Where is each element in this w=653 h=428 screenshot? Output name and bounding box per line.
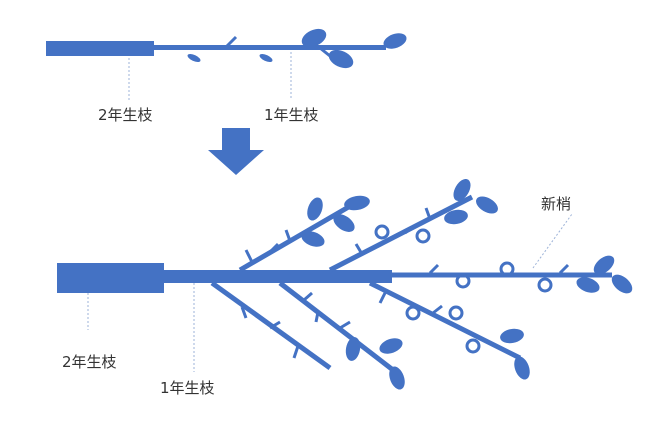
flower-bud	[455, 273, 471, 289]
leaf	[514, 356, 530, 380]
leaf	[444, 209, 468, 225]
bud	[244, 249, 254, 263]
bud	[240, 306, 248, 319]
flower-bud	[537, 277, 553, 293]
bottom-two-year-branch	[57, 263, 164, 293]
top-two-year-branch	[46, 41, 154, 56]
label-new-shoot: 新梢	[541, 195, 572, 213]
leaf	[389, 366, 405, 390]
top-leaf	[301, 28, 327, 48]
bottom-label-one-year-branch: 1年生枝	[160, 379, 215, 397]
leaf	[453, 179, 471, 201]
bud	[268, 242, 280, 254]
leaf	[345, 337, 361, 361]
bud	[314, 311, 320, 323]
new-shoot	[238, 202, 354, 273]
flower-bud	[448, 305, 464, 321]
bud	[404, 224, 415, 235]
leaf	[500, 328, 524, 344]
bud	[428, 263, 440, 275]
top-branch-diagram	[46, 28, 407, 100]
bottom-branch-diagram	[57, 179, 633, 390]
flower-bud	[465, 338, 481, 354]
top-leaf-stem	[319, 46, 331, 58]
down-arrow-icon	[208, 128, 264, 175]
leader-line	[532, 213, 573, 269]
bud	[292, 345, 300, 359]
leaf	[611, 274, 633, 294]
bud	[284, 229, 292, 242]
bud	[378, 292, 387, 304]
flower-bud	[405, 305, 421, 321]
leaf	[379, 338, 403, 354]
leaf	[333, 214, 355, 232]
leaf	[307, 197, 323, 221]
bud	[354, 243, 364, 255]
top-bud	[259, 53, 273, 63]
bottom-label-two-year-branch: 2年生枝	[62, 353, 117, 371]
new-shoot	[210, 280, 332, 371]
top-one-year-branch	[154, 45, 386, 50]
flower-bud	[415, 228, 431, 244]
top-label-one-year-branch: 1年生枝	[264, 106, 319, 124]
leaf	[593, 255, 615, 275]
flower-bud	[374, 224, 390, 240]
bud	[424, 207, 432, 220]
new-shoot	[278, 281, 395, 372]
top-bud	[224, 35, 238, 49]
leaf	[476, 196, 498, 214]
top-label-two-year-branch: 2年生枝	[98, 106, 153, 124]
leaf	[576, 277, 600, 293]
leaf	[344, 195, 370, 211]
top-leaf	[328, 49, 354, 69]
new-shoot	[368, 280, 522, 361]
bud	[432, 304, 443, 315]
leaf	[301, 231, 325, 247]
bud	[303, 291, 313, 302]
bud	[339, 320, 351, 330]
bud	[269, 320, 281, 330]
top-leaf	[383, 33, 407, 49]
top-bud	[187, 53, 201, 63]
bottom-one-year-branch	[164, 270, 392, 283]
flower-bud	[499, 261, 515, 277]
new-shoot	[328, 194, 474, 273]
bud	[558, 263, 570, 275]
